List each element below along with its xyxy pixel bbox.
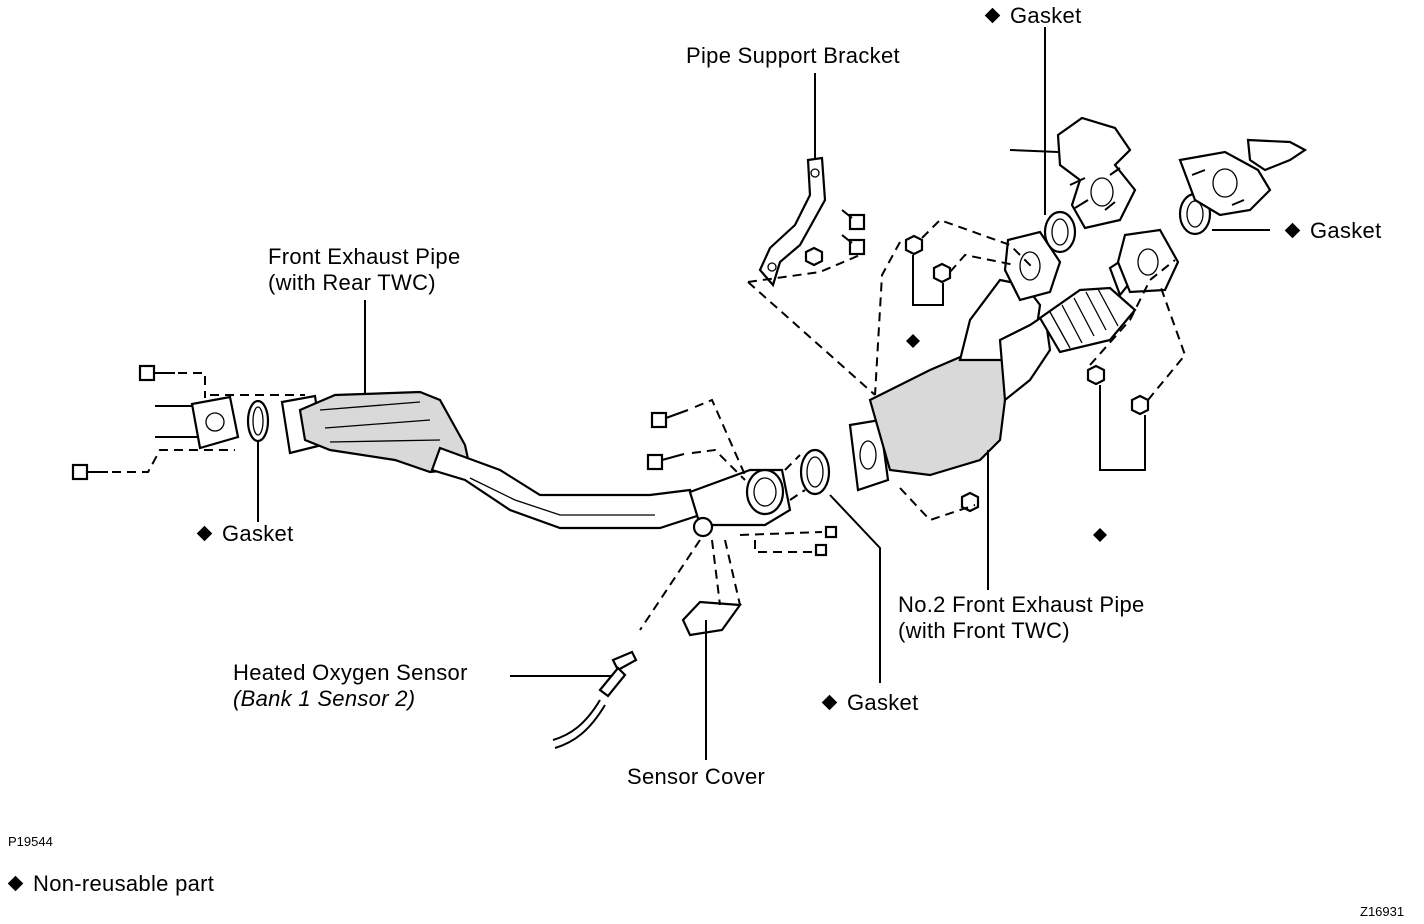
gasket-middle-label: Gasket (820, 690, 919, 716)
nut-lower-b (1130, 394, 1150, 416)
figure-code-left: P19544 (8, 834, 53, 849)
non-reusable-diamond-icon (984, 7, 1001, 24)
rear-pipe-stub (155, 395, 240, 450)
nut-upper-diamond-icon (906, 334, 920, 348)
heated-oxygen-sensor-part (552, 650, 638, 749)
nut-upper-a (904, 234, 924, 256)
sensor-cover-part (681, 600, 743, 637)
no2-front-exhaust-pipe-part (848, 278, 1052, 492)
exhaust-manifold-left (1009, 116, 1137, 230)
center-bolt-upper (650, 409, 689, 429)
front-exhaust-pipe-part (280, 390, 702, 530)
front-exhaust-pipe-label: Front Exhaust Pipe (with Rear TWC) (268, 244, 461, 295)
center-flange (688, 468, 792, 527)
gasket-top-part (1043, 210, 1077, 254)
exhaust-manifold-right (1178, 138, 1308, 217)
nut-upper-b (932, 262, 952, 284)
gasket-top-label: Gasket (983, 3, 1082, 29)
heated-oxygen-sensor-label: Heated Oxygen Sensor (Bank 1 Sensor 2) (233, 660, 468, 711)
non-reusable-diamond-icon (7, 875, 24, 892)
flange-bolt-b (814, 543, 828, 557)
upper-flange-left (1003, 230, 1062, 302)
rear-bolt-upper (138, 364, 175, 382)
legend-non-reusable: Non-reusable part (6, 871, 214, 897)
bracket-bolt-b (841, 234, 866, 256)
nut-lower-diamond-icon (1093, 528, 1107, 542)
pipe-support-bracket-part (758, 156, 827, 288)
no2-front-exhaust-pipe-label: No.2 Front Exhaust Pipe (with Front TWC) (898, 592, 1145, 643)
flange-bolt-a (824, 525, 838, 539)
gasket-left-label: Gasket (195, 521, 294, 547)
gasket-middle-part (799, 448, 831, 496)
sensor-cover-label: Sensor Cover (627, 764, 766, 789)
gasket-right-label: Gasket (1283, 218, 1382, 244)
bracket-bolt-a (841, 209, 866, 231)
non-reusable-diamond-icon (821, 694, 838, 711)
non-reusable-diamond-icon (196, 525, 213, 542)
rear-bolt-lower (71, 463, 108, 481)
nut-bottom (960, 491, 980, 513)
pipe-support-bracket-label: Pipe Support Bracket (686, 43, 900, 68)
upper-flange-right (1116, 228, 1180, 294)
figure-code-right: Z16931 (1360, 904, 1405, 919)
bracket-nut (804, 246, 824, 267)
non-reusable-diamond-icon (1284, 222, 1301, 239)
nut-lower-a (1086, 364, 1106, 386)
center-bolt-lower (646, 453, 685, 471)
